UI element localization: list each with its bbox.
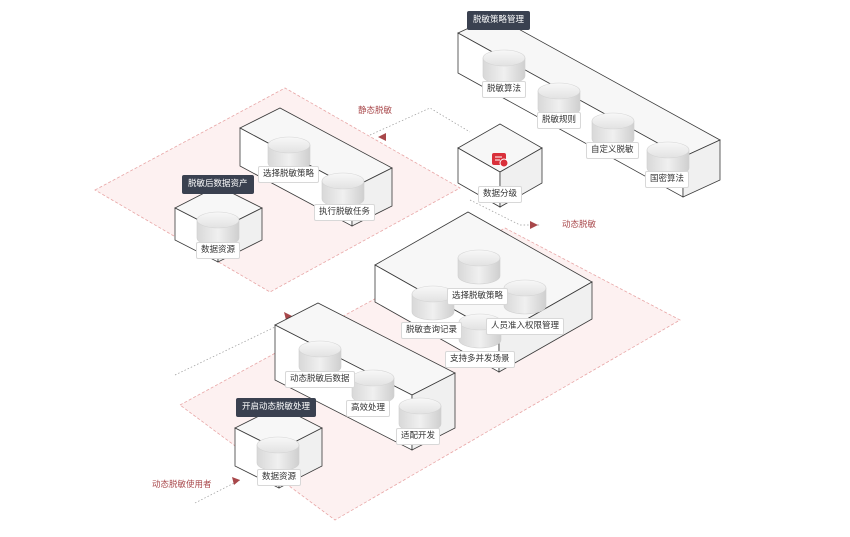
node-label-efficient: 高效处理 [346,400,391,417]
cylinder-dyn-data [298,340,342,376]
cylinder-custom [591,112,635,148]
node-label-source-dyn: 数据资源 [257,469,302,486]
flow-label-dynamic: 动态脱敏 [562,220,597,230]
cylinder-source-static [196,211,240,247]
cylinder-select-strategy-static [267,136,311,172]
tag-masked-assets: 脱敏后数据资产 [182,175,254,194]
cylinder-source-dyn [256,436,300,472]
flow-label-static: 静态脱敏 [358,106,393,116]
node-label-select-strategy-static: 选择脱敏策略 [258,166,320,183]
cylinder-rule [537,82,581,118]
classify-icon [492,153,509,168]
node-label-dyn-data: 动态脱敏后数据 [285,371,355,388]
node-label-access-mgmt: 人员准入权限管理 [486,318,565,335]
node-label-select-strategy-dyn: 选择脱敏策略 [447,288,509,305]
node-label-custom: 自定义脱敏 [586,142,639,159]
node-label-source-static: 数据资源 [196,242,241,259]
cylinder-query-log [411,285,455,321]
flow-label-user: 动态脱敏使用者 [152,480,212,490]
node-label-gm: 国密算法 [645,171,690,188]
node-label-multi-scene: 支持多并发场景 [445,351,515,368]
node-label-rule: 脱敏规则 [537,112,582,129]
cylinder-efficient [351,369,395,405]
flow-arrows [232,133,538,485]
node-label-exec-task: 执行脱敏任务 [314,204,376,221]
node-label-algo: 脱敏算法 [482,81,527,98]
node-label-query-log: 脱敏查询记录 [401,322,463,339]
tag-strategy-mgmt: 脱敏策略管理 [467,11,531,30]
cylinder-adapt [398,397,442,433]
cylinder-algo [482,49,526,85]
connectors [174,107,540,504]
cylinder-exec-task [321,172,365,208]
node-label-adapt: 适配开发 [396,428,441,445]
cylinder-select-strategy-dyn [457,249,501,285]
cylinder-access-mgmt [503,279,547,315]
cylinders [196,49,690,472]
cylinder-gm [646,141,690,177]
node-label-classify: 数据分级 [478,186,523,203]
tag-dynamic-enable: 开启动态脱敏处理 [236,398,317,417]
